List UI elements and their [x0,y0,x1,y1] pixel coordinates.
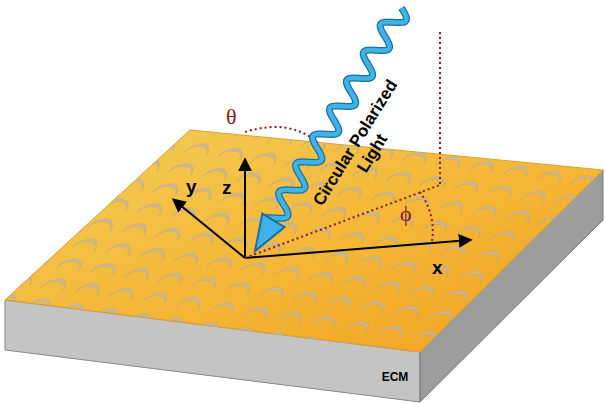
crescent-holes [0,100,605,370]
x-axis [245,240,470,258]
axis-label: x [432,258,443,277]
angle-label: θ [226,106,237,128]
substrate-label: ECM [382,371,409,383]
angle-label: ϕ [400,203,412,225]
helix-arrowhead [255,214,285,252]
y-axis [174,200,245,258]
vertical-drop [439,32,441,185]
z-axis [244,160,246,258]
theta-arc [245,127,318,143]
phi-arc [420,192,433,241]
axis-label: y [186,177,197,196]
axis-label: z [222,178,232,197]
